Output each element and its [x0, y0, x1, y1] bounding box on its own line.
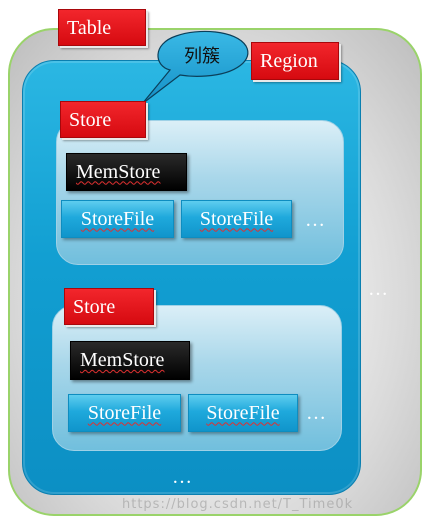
watermark: https://blog.csdn.net/T_Time0k: [122, 497, 354, 512]
table-ellipsis: …: [368, 278, 389, 300]
storefile-text-2a: StoreFile: [87, 401, 162, 424]
memstore-label-2: MemStore: [70, 341, 190, 380]
callout-text: 列簇: [184, 46, 220, 67]
storefile-text-1b: StoreFile: [199, 207, 274, 230]
region-label: Region: [251, 42, 339, 80]
storefile-text-1a: StoreFile: [80, 207, 155, 230]
store-container-1: [56, 120, 344, 265]
storefile-label-1b: StoreFile: [181, 200, 292, 238]
storefile-label-2b: StoreFile: [188, 394, 298, 432]
table-label: Table: [58, 9, 146, 46]
store-label-1: Store: [60, 101, 146, 138]
memstore-label-1: MemStore: [66, 153, 187, 191]
column-family-callout: [141, 30, 249, 105]
store-2-ellipsis: …: [306, 402, 327, 424]
region-ellipsis: …: [172, 466, 193, 488]
store-label-2: Store: [64, 288, 154, 325]
storefile-label-1a: StoreFile: [61, 200, 174, 238]
memstore-text-1: MemStore: [76, 160, 161, 183]
memstore-text-2: MemStore: [80, 349, 165, 371]
store-1-ellipsis: …: [305, 209, 326, 231]
storefile-label-2a: StoreFile: [68, 394, 181, 432]
storefile-text-2b: StoreFile: [206, 401, 280, 424]
